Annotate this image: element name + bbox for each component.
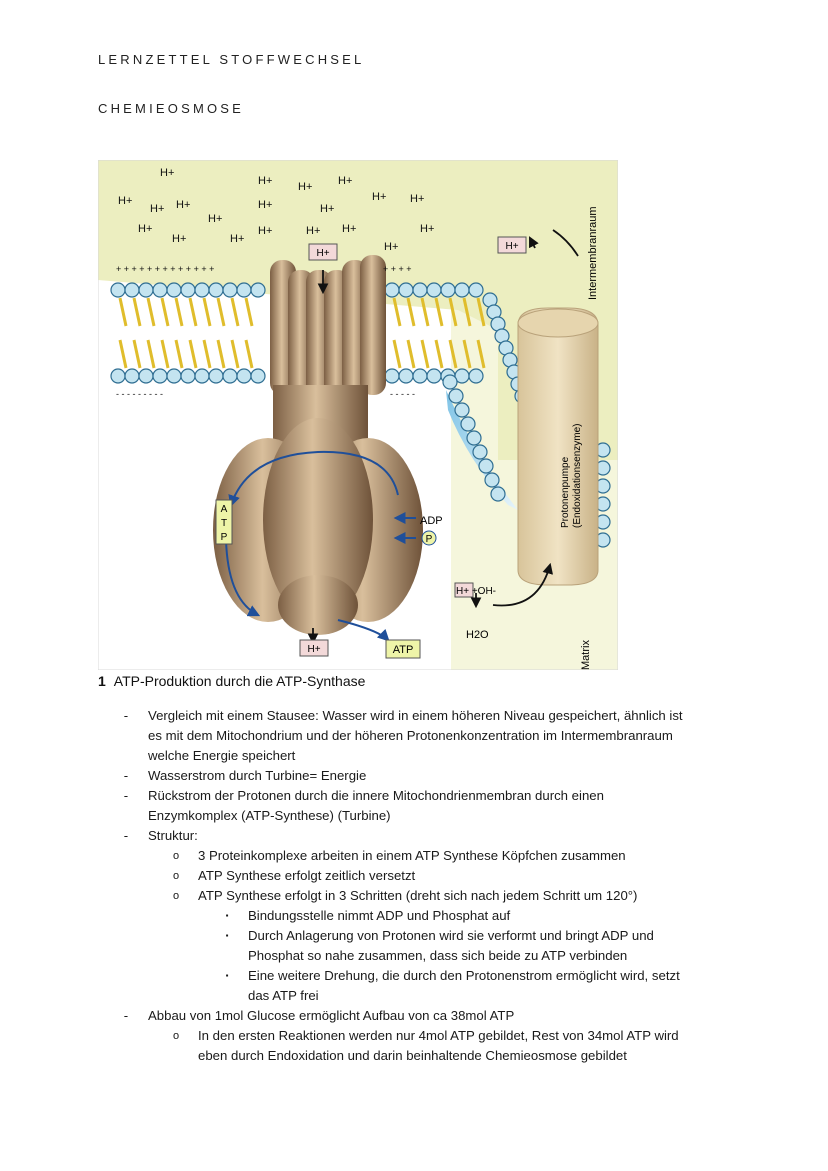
svg-text:H+ +OH-: H+ +OH- (456, 586, 496, 597)
note-text: Phosphat so nahe zusammen, dass sich bei… (248, 948, 628, 963)
proton-label: H+ (258, 175, 272, 187)
document-title: LERNZETTEL STOFFWECHSEL (98, 52, 365, 67)
svg-text:T: T (221, 518, 227, 529)
bullet-marker: o (172, 870, 180, 882)
figure-caption: 1 ATP-Produktion durch die ATP-Synthase (98, 673, 365, 689)
adp-label: ADP (420, 515, 443, 527)
matrix-label: Matrix (580, 640, 592, 670)
note-text: eben durch Endoxidation und darin beinha… (198, 1048, 627, 1063)
atp-vertical-box: A T P (215, 499, 233, 545)
proton-label: H+ (306, 225, 320, 237)
proton-label: H+ (420, 223, 434, 235)
note-text: Wasserstrom durch Turbine= Energie (148, 768, 367, 783)
note-text: Abbau von 1mol Glucose ermöglicht Aufbau… (148, 1008, 515, 1023)
note-text: Rückstrom der Protonen durch die innere … (148, 788, 604, 803)
proton-label: H+ (342, 223, 356, 235)
pump-label-2: (Endoxidationsenzyme) (572, 424, 583, 529)
proton-label: H+ (138, 223, 152, 235)
proton-label: H+ (176, 199, 190, 211)
note-text: das ATP frei (248, 988, 319, 1003)
svg-text:ATP: ATP (393, 644, 414, 656)
bullet-marker: - (123, 708, 129, 723)
svg-text:+ + + + + + + + + + + + +: + + + + + + + + + + + + + (116, 264, 214, 274)
intermembrane-label: Intermembranraum (587, 206, 599, 300)
svg-text:+ + + +: + + + + (383, 264, 412, 274)
section-heading: CHEMIEOSMOSE (98, 101, 245, 116)
proton-label: H+ (298, 181, 312, 193)
svg-text:- - - - -: - - - - - (390, 389, 415, 399)
bullet-marker: o (172, 850, 180, 862)
pump-label-1: Protonenpumpe (560, 456, 571, 528)
proton-label: H+ (258, 199, 272, 211)
proton-labels: H+H+H+H+H+H+H+H+H+H+H+H+H+H+H+H+H+H+H+H+ (118, 167, 434, 253)
proton-label: H+ (384, 241, 398, 253)
svg-text:- - - - - - - -: - - - - - - - - - (116, 389, 163, 399)
membrane-lipid-heads (110, 282, 611, 548)
note-text: Eine weitere Drehung, die durch den Prot… (248, 968, 680, 983)
phosphate-label: P (426, 534, 433, 545)
proton-label: H+ (258, 225, 272, 237)
bullet-marker: - (123, 788, 129, 803)
bullet-marker: o (172, 1030, 180, 1042)
note-text: welche Energie speichert (148, 748, 296, 763)
note-text: es mit dem Mitochondrium und der höheren… (148, 728, 673, 743)
bullet-marker: o (172, 890, 180, 902)
svg-text:H+: H+ (505, 241, 518, 252)
water-label: H2O (466, 629, 489, 641)
note-text: ATP Synthese erfolgt zeitlich versetzt (198, 868, 416, 883)
note-text: Vergleich mit einem Stausee: Wasser wird… (148, 708, 683, 723)
bullet-marker: - (123, 1008, 129, 1023)
proton-label: H+ (320, 203, 334, 215)
atp-box: ATP (385, 639, 421, 659)
proton-label: H+ (338, 175, 352, 187)
bullet-marker: - (123, 768, 129, 783)
note-text: ATP Synthese erfolgt in 3 Schritten (dre… (198, 888, 638, 903)
proton-label: H+ (410, 193, 424, 205)
caption-text: ATP-Produktion durch die ATP-Synthase (113, 673, 366, 689)
proton-box-top: H+ (308, 243, 338, 261)
note-text: Bindungsstelle nimmt ADP und Phosphat au… (248, 908, 511, 923)
note-text: Enzymkomplex (ATP-Synthese) (Turbine) (148, 808, 391, 823)
bullet-marker: ▪ (225, 971, 229, 980)
atp-synthase-figure: H+H+H+H+H+H+H+H+H+H+H+H+H+H+H+H+H+H+H+H+… (98, 160, 618, 670)
proton-label: H+ (208, 213, 222, 225)
svg-text:A: A (221, 504, 228, 515)
note-text: Struktur: (148, 828, 198, 843)
proton-box-bottom: H+ (299, 639, 329, 657)
proton-label: H+ (172, 233, 186, 245)
water-split-label: H+ +OH- (454, 582, 496, 598)
note-text: In den ersten Reaktionen werden nur 4mol… (198, 1028, 679, 1043)
proton-label: H+ (160, 167, 174, 179)
svg-text:P: P (221, 532, 228, 543)
bullet-marker: - (123, 828, 129, 843)
svg-text:H+: H+ (307, 644, 320, 655)
membrane-lipid-tails (118, 297, 486, 369)
proton-label: H+ (372, 191, 386, 203)
note-text: Durch Anlagerung von Protonen wird sie v… (248, 928, 654, 943)
proton-label: H+ (118, 195, 132, 207)
proton-pump (517, 307, 599, 586)
proton-label: H+ (150, 203, 164, 215)
bullet-marker: ▪ (225, 931, 229, 940)
note-text: 3 Proteinkomplexe arbeiten in einem ATP … (198, 848, 626, 863)
bullet-marker: ▪ (225, 911, 229, 920)
proton-box-right: H+ (497, 236, 527, 254)
proton-label: H+ (230, 233, 244, 245)
caption-number: 1 (98, 673, 106, 689)
svg-text:H+: H+ (316, 248, 329, 259)
